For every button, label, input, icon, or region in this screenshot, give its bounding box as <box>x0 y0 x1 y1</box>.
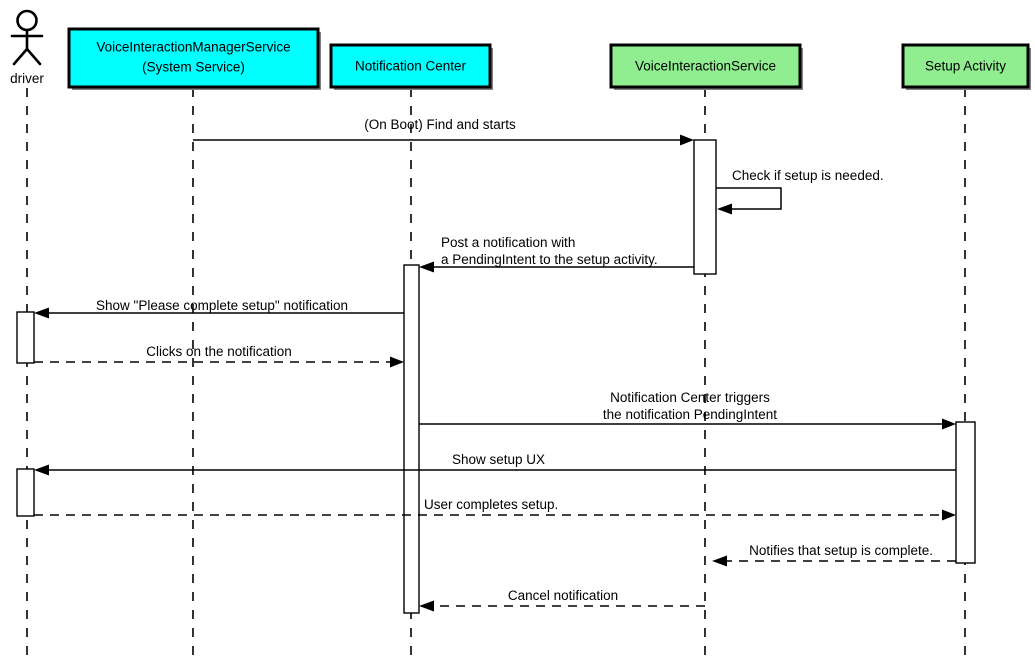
message-label-line1: Notification Center triggers <box>610 390 770 405</box>
participant-box-vims[interactable]: VoiceInteractionManagerService (System S… <box>67 27 321 90</box>
actor-driver[interactable]: driver <box>10 9 44 86</box>
participant-box-voice-interaction-service-rect <box>609 43 802 89</box>
participant-box-setup-activity[interactable]: Setup Activity <box>901 43 1031 90</box>
participant-box-notification-center-rect <box>329 43 492 89</box>
participant-box-notification-center-label: Notification Center <box>355 59 467 74</box>
participant-box-voice-interaction-service[interactable]: VoiceInteractionService <box>609 43 803 90</box>
participant-box-notification-center[interactable]: Notification Center <box>329 43 493 90</box>
message-label: Show "Please complete setup" notificatio… <box>96 298 348 313</box>
message-line-self <box>716 187 782 210</box>
message-label: Cancel notification <box>508 588 618 603</box>
arrowhead-left-icon <box>34 307 49 319</box>
message-label: (On Boot) Find and starts <box>364 117 516 132</box>
message-on-boot-find-and-starts[interactable]: (On Boot) Find and starts <box>193 117 694 146</box>
arrowhead-left-icon <box>717 203 732 215</box>
actor-label: driver <box>10 71 44 86</box>
activation-bar-driver-1 <box>16 311 35 364</box>
message-notification-center-triggers-pendingintent[interactable]: Notification Center triggers the notific… <box>419 390 956 430</box>
message-label-line2: a PendingIntent to the setup activity. <box>441 252 658 267</box>
participant-box-setup-activity-rect <box>901 43 1030 89</box>
activation-bar-notification-center <box>403 264 420 614</box>
message-check-if-setup-is-needed[interactable]: Check if setup is needed. <box>716 168 884 215</box>
message-notifies-that-setup-is-complete[interactable]: Notifies that setup is complete. <box>712 543 956 567</box>
participant-box-voice-interaction-service-label: VoiceInteractionService <box>635 59 776 74</box>
message-label-line2: the notification PendingIntent <box>603 407 777 422</box>
stick-figure-actor-icon-head <box>16 9 38 32</box>
arrowhead-right-icon <box>942 418 956 430</box>
stick-figure-actor-icon-leg-right <box>25 47 42 66</box>
activation-bars-group <box>16 139 976 614</box>
arrowhead-right-icon <box>942 509 956 521</box>
arrowhead-right-icon <box>680 134 694 146</box>
activation-bar-voice-interaction-service <box>693 139 717 275</box>
message-label: Check if setup is needed. <box>732 168 884 183</box>
activation-bar-driver-2 <box>16 468 35 517</box>
participant-box-vims-label-line1: VoiceInteractionManagerService <box>96 40 290 55</box>
message-user-completes-setup[interactable]: User completes setup. <box>34 497 956 521</box>
arrowhead-left-icon <box>419 600 434 612</box>
stick-figure-actor-icon-leg-left <box>12 47 29 66</box>
message-label: Clicks on the notification <box>146 344 292 359</box>
message-clicks-on-the-notification[interactable]: Clicks on the notification <box>34 344 404 368</box>
message-show-setup-ux[interactable]: Show setup UX <box>34 452 956 476</box>
message-label: User completes setup. <box>424 497 558 512</box>
message-cancel-notification[interactable]: Cancel notification <box>419 588 705 612</box>
message-label: Notifies that setup is complete. <box>749 543 933 558</box>
arrowhead-left-icon <box>34 464 49 476</box>
participant-box-vims-rect <box>67 27 320 89</box>
participant-box-vims-label-line2: (System Service) <box>142 60 245 75</box>
arrowhead-left-icon <box>712 555 727 567</box>
arrowhead-left-icon <box>419 261 434 273</box>
participant-box-setup-activity-label: Setup Activity <box>925 59 1006 74</box>
message-label: Show setup UX <box>452 452 545 467</box>
message-show-please-complete-setup-notification[interactable]: Show "Please complete setup" notificatio… <box>34 298 404 319</box>
message-label-line1: Post a notification with <box>441 235 575 250</box>
message-post-a-notification[interactable]: Post a notification with a PendingIntent… <box>419 235 694 273</box>
arrowhead-right-icon <box>390 356 404 368</box>
activation-bar-setup-activity <box>955 421 976 564</box>
